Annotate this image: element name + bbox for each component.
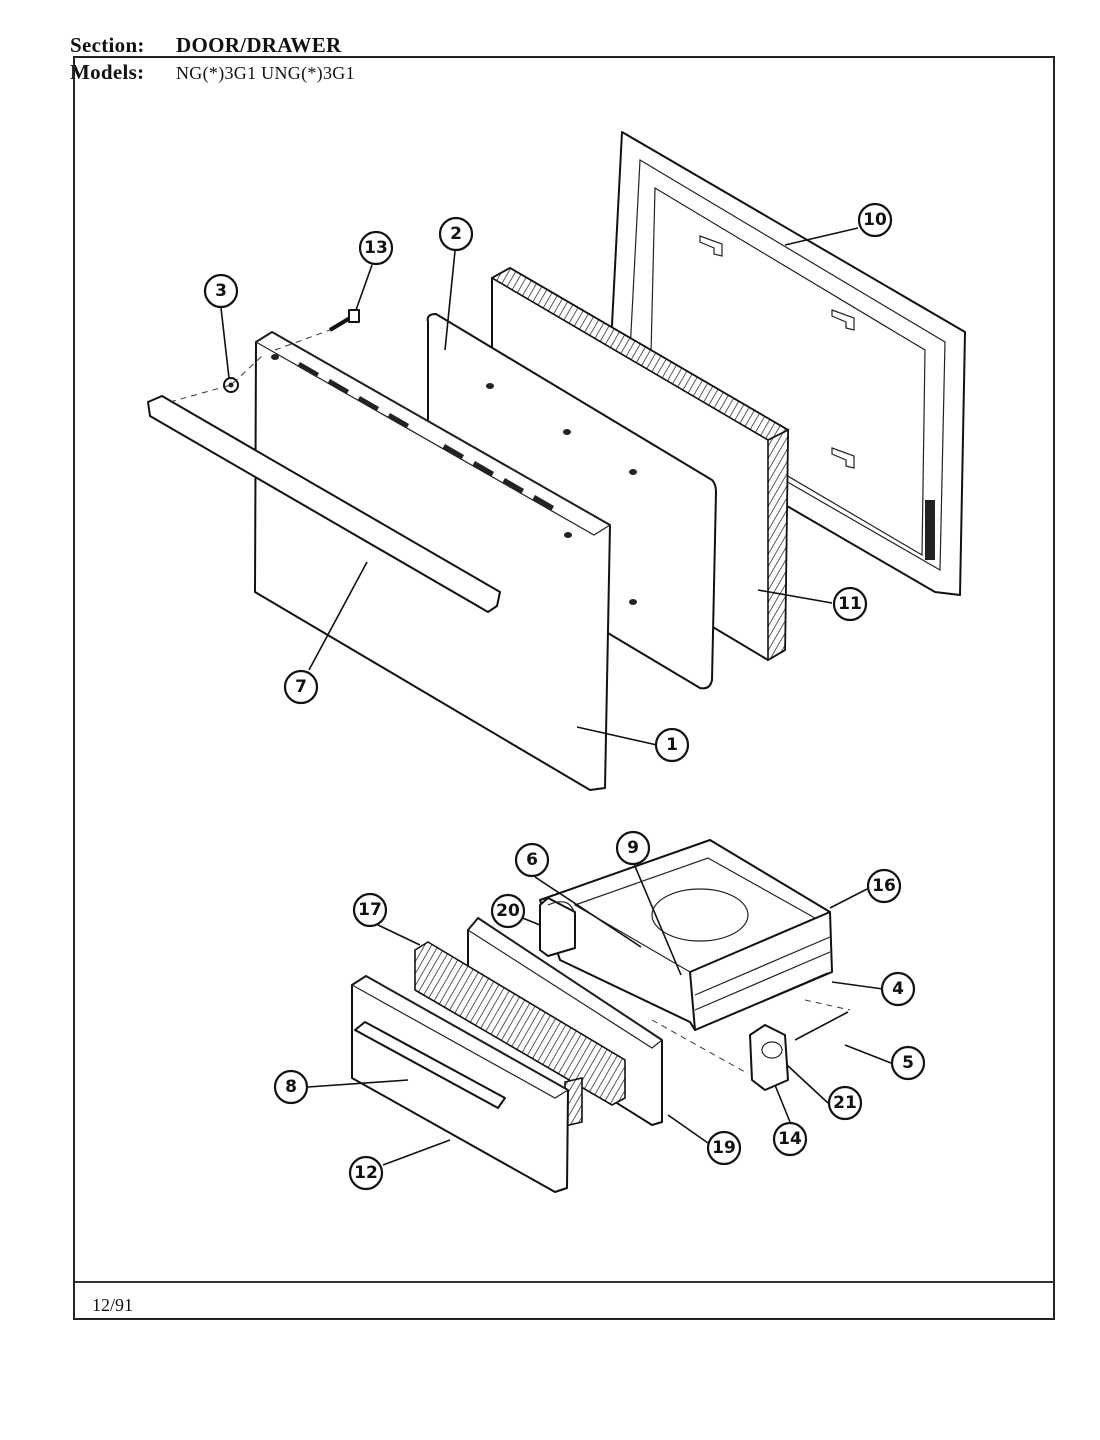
svg-text:8: 8 — [285, 1077, 297, 1097]
footer-divider — [75, 1281, 1055, 1283]
svg-text:4: 4 — [892, 979, 904, 999]
section-heading: Section: DOOR/DRAWER — [70, 33, 341, 58]
svg-text:21: 21 — [833, 1093, 857, 1113]
drawer-body — [539, 839, 833, 1031]
callout-4: 4 — [880, 971, 916, 1007]
models-label: Models: — [70, 60, 145, 84]
callout-7: 7 — [283, 669, 319, 705]
callout-20: 20 — [490, 893, 526, 929]
callout-11: 11 — [832, 586, 868, 622]
models-heading: Models: NG(*)3G1 UNG(*)3G1 — [70, 60, 355, 85]
svg-text:6: 6 — [526, 850, 538, 870]
door-handle — [147, 395, 501, 613]
svg-text:19: 19 — [712, 1138, 736, 1158]
svg-text:20: 20 — [496, 901, 520, 921]
callout-14: 14 — [772, 1121, 808, 1157]
models-value: NG(*)3G1 UNG(*)3G1 — [176, 63, 355, 83]
handle-screw — [328, 309, 360, 332]
svg-text:5: 5 — [902, 1053, 914, 1073]
revision-date: 12/91 — [92, 1295, 134, 1315]
svg-text:10: 10 — [863, 210, 887, 230]
callout-17: 17 — [352, 892, 388, 928]
svg-text:16: 16 — [872, 876, 896, 896]
callout-9: 9 — [615, 830, 651, 866]
svg-text:13: 13 — [364, 238, 388, 258]
drawer-rod — [769, 972, 829, 999]
drawer-handle — [354, 1021, 506, 1109]
callout-6: 6 — [514, 842, 550, 878]
callout-10: 10 — [857, 202, 893, 238]
svg-text:14: 14 — [778, 1129, 802, 1149]
callout-13: 13 — [358, 230, 394, 266]
callout-8: 8 — [273, 1069, 309, 1105]
section-value: DOOR/DRAWER — [176, 33, 342, 57]
callout-21: 21 — [827, 1085, 863, 1121]
svg-text:3: 3 — [215, 281, 227, 301]
leader-lines — [220, 227, 892, 1166]
callout-19: 19 — [706, 1130, 742, 1166]
callout-2: 2 — [438, 216, 474, 252]
diagram-frame — [73, 56, 1055, 1320]
svg-text:1: 1 — [666, 735, 678, 755]
callout-1: 1 — [654, 727, 690, 763]
callout-16: 16 — [866, 868, 902, 904]
svg-text:12: 12 — [354, 1163, 378, 1183]
svg-text:9: 9 — [627, 838, 639, 858]
svg-text:7: 7 — [295, 677, 307, 697]
callout-5: 5 — [890, 1045, 926, 1081]
callout-3: 3 — [203, 273, 239, 309]
svg-text:2: 2 — [450, 224, 462, 244]
svg-text:17: 17 — [358, 900, 382, 920]
bracket-screw — [794, 1011, 849, 1041]
drawer-insulation — [414, 941, 626, 1128]
right-drawer-bracket — [749, 1024, 789, 1091]
callout-12: 12 — [348, 1155, 384, 1191]
svg-text:11: 11 — [838, 594, 862, 614]
section-label: Section: — [70, 33, 145, 57]
left-drawer-bracket — [539, 897, 576, 957]
